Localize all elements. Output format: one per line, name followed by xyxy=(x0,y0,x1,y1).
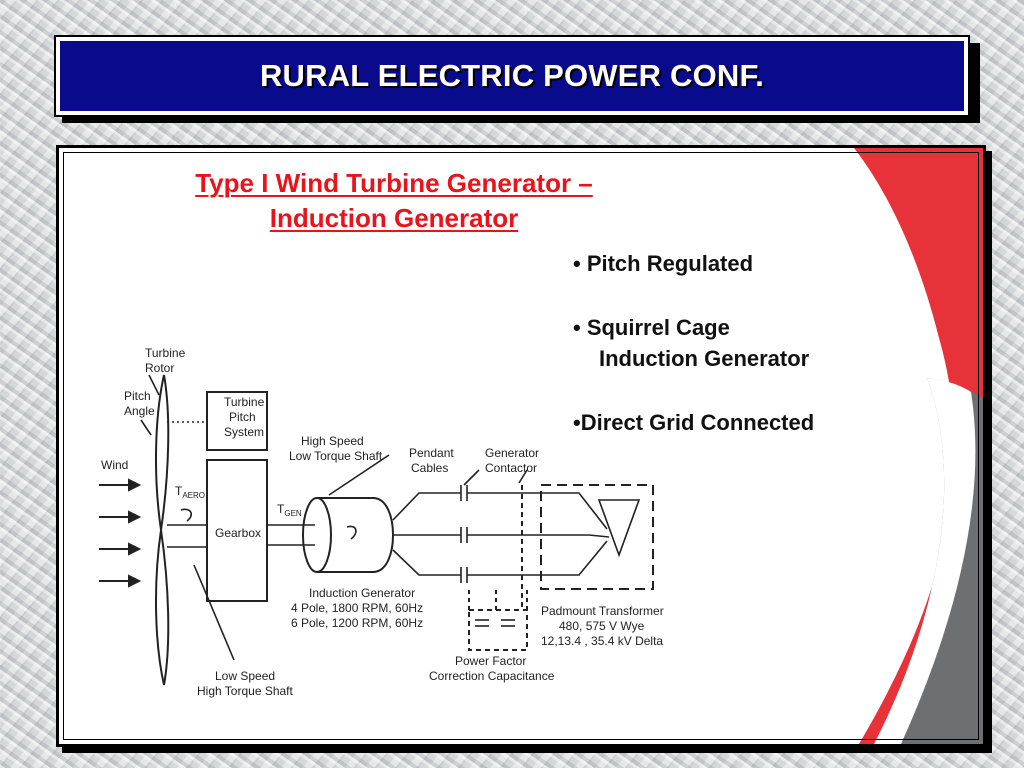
padmount-transformer-box xyxy=(540,484,654,590)
wind-arrow-head xyxy=(128,542,142,556)
slide-panel: Type I Wind Turbine Generator – Inductio… xyxy=(56,145,986,747)
wind-arrow-head xyxy=(128,510,142,524)
corner-swoosh-decoration xyxy=(854,148,983,744)
pf-correction-box xyxy=(468,609,528,651)
leader-line xyxy=(148,374,160,396)
torque-arrow-aero xyxy=(180,508,193,522)
slide-header-title: RURAL ELECTRIC POWER CONF. xyxy=(259,58,765,93)
slide-heading: Type I Wind Turbine Generator – Inductio… xyxy=(159,166,629,236)
leader-line xyxy=(193,564,235,661)
pendant-cable xyxy=(392,549,461,576)
pendant-cable xyxy=(392,492,461,521)
bullet-pitch-regulated: • Pitch Regulated xyxy=(573,251,754,276)
title-bar: RURAL ELECTRIC POWER CONF. xyxy=(56,37,968,115)
slide-heading-line1: Type I Wind Turbine Generator – xyxy=(195,168,593,198)
delta-winding-symbol xyxy=(597,499,641,558)
bullet-squirrel-cage-cont: Induction Generator xyxy=(599,346,810,371)
gearbox-label: Gearbox xyxy=(215,526,261,540)
bullet-squirrel-cage: • Squirrel Cage xyxy=(573,315,730,340)
turbine-pitch-system-box xyxy=(206,391,268,451)
t-gen-label: TGEN xyxy=(277,502,302,518)
white-swoosh-stripe xyxy=(874,378,976,744)
induction-generator-end xyxy=(302,497,332,573)
turbine-blade-top xyxy=(155,374,170,531)
leader-line xyxy=(463,469,480,486)
wind-label: Wind xyxy=(101,458,128,472)
leader-line xyxy=(328,454,390,496)
t-aero-label: TAERO xyxy=(175,484,205,500)
leader-line xyxy=(140,419,152,436)
wind-arrow-head xyxy=(128,478,142,492)
line-cable xyxy=(467,540,608,576)
slide-heading-line2: Induction Generator xyxy=(269,203,519,233)
bullet-direct-grid: •Direct Grid Connected xyxy=(573,410,815,435)
gearbox-box xyxy=(206,459,268,602)
line-cable xyxy=(467,492,608,530)
wind-arrow-head xyxy=(128,574,142,588)
leader-line xyxy=(518,469,528,484)
line-cable xyxy=(467,534,610,538)
torque-arrow-gen xyxy=(346,525,357,540)
bullet-list: • Pitch Regulated • Squirrel Cage Induct… xyxy=(573,248,953,438)
turbine-blade-bottom xyxy=(155,529,170,686)
